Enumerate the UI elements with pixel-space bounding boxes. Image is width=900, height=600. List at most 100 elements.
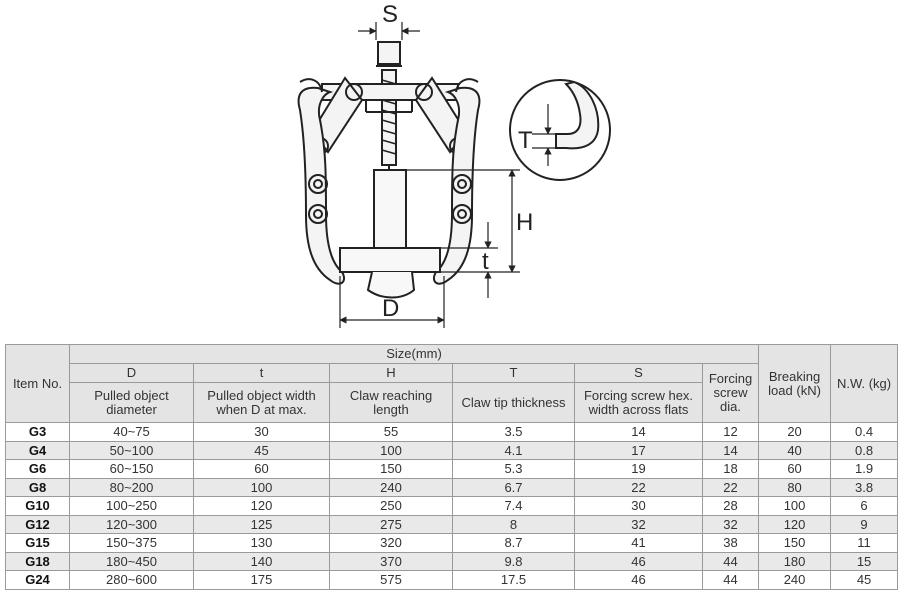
table-cell: 4.1	[452, 440, 575, 460]
table-cell: 130	[193, 533, 330, 553]
table-cell: 150	[758, 533, 832, 553]
dimension-description-header: Pulled object diameter	[69, 382, 194, 423]
table-cell: 15	[830, 551, 899, 571]
table-cell: 275	[329, 514, 453, 534]
dimension-description-header: Forcing screw hex. width across flats	[574, 382, 703, 423]
table-cell: 180~450	[69, 551, 194, 571]
table-cell: 17.5	[452, 570, 575, 590]
table-cell: 18	[701, 459, 760, 479]
table-cell: 40~75	[69, 422, 194, 442]
label-S: S	[382, 1, 398, 28]
table-cell: 150	[329, 459, 453, 479]
table-cell: 11	[830, 533, 899, 553]
table-cell: 6	[830, 496, 899, 516]
label-H: H	[516, 209, 533, 236]
table-cell: 41	[574, 533, 703, 553]
table-cell: 575	[329, 570, 453, 590]
right-link-arm	[414, 76, 468, 155]
dimension-letter-header: S	[574, 363, 703, 383]
item-number-cell: G12	[5, 514, 70, 534]
table-cell: 100	[758, 496, 832, 516]
table-cell: 6.7	[452, 477, 575, 497]
size-header: Size(mm)	[68, 344, 760, 364]
right-claw	[432, 78, 481, 285]
table-cell: 1.9	[830, 459, 899, 479]
table-cell: 22	[574, 477, 703, 497]
item-number-cell: G8	[5, 477, 70, 497]
table-cell: 3.5	[452, 422, 575, 442]
net-weight-header: N.W. (kg)	[830, 344, 899, 423]
table-cell: 80	[758, 477, 832, 497]
table-cell: 3.8	[830, 477, 899, 497]
table-cell: 9	[830, 514, 899, 534]
label-T: T	[518, 127, 533, 154]
item-no-header: Item No.	[5, 344, 70, 423]
table-cell: 240	[329, 477, 453, 497]
item-number-cell: G6	[5, 459, 70, 479]
table-cell: 8	[452, 514, 575, 534]
label-t: t	[482, 248, 489, 275]
table-cell: 60~150	[69, 459, 194, 479]
table-cell: 32	[574, 514, 703, 534]
table-cell: 30	[193, 422, 330, 442]
item-number-cell: G24	[5, 570, 70, 590]
breaking-load-header: Breaking load (kN)	[758, 344, 832, 423]
specification-table: Item No. Size(mm) Breaking load (kN) N.W…	[5, 344, 899, 590]
dimension-letter-header: t	[193, 363, 330, 383]
table-cell: 22	[701, 477, 760, 497]
label-D: D	[382, 295, 399, 322]
dimension-letter-header: H	[329, 363, 453, 383]
table-cell: 50~100	[69, 440, 194, 460]
table-cell: 100	[193, 477, 330, 497]
gear-puller-diagram: S T H t D	[297, 1, 611, 328]
table-cell: 40	[758, 440, 832, 460]
table-cell: 0.4	[830, 422, 899, 442]
table-cell: 8.7	[452, 533, 575, 553]
item-number-cell: G10	[5, 496, 70, 516]
dimension-description-header: Pulled object width when D at max.	[193, 382, 330, 423]
dimension-letter-header: T	[452, 363, 575, 383]
table-cell: 38	[701, 533, 760, 553]
table-cell: 14	[701, 440, 760, 460]
table-cell: 250	[329, 496, 453, 516]
table-cell: 125	[193, 514, 330, 534]
item-number-cell: G4	[5, 440, 70, 460]
table-cell: 370	[329, 551, 453, 571]
table-cell: 180	[758, 551, 832, 571]
table-cell: 175	[193, 570, 330, 590]
table-cell: 0.8	[830, 440, 899, 460]
dimension-description-header: Claw tip thickness	[452, 382, 575, 423]
table-cell: 46	[574, 570, 703, 590]
table-cell: 46	[574, 551, 703, 571]
table-cell: 32	[701, 514, 760, 534]
table-cell: 17	[574, 440, 703, 460]
table-cell: 14	[574, 422, 703, 442]
table-cell: 120	[758, 514, 832, 534]
table-cell: 7.4	[452, 496, 575, 516]
table-cell: 44	[701, 551, 760, 571]
table-cell: 20	[758, 422, 832, 442]
left-link-arm	[310, 76, 364, 155]
forcing-screw-header: Forcing screw dia.	[701, 363, 760, 423]
table-cell: 140	[193, 551, 330, 571]
table-cell: 80~200	[69, 477, 194, 497]
table-cell: 45	[830, 570, 899, 590]
dimension-letter-header: D	[69, 363, 194, 383]
table-cell: 320	[329, 533, 453, 553]
item-number-cell: G15	[5, 533, 70, 553]
table-cell: 100	[329, 440, 453, 460]
table-cell: 45	[193, 440, 330, 460]
table-cell: 150~375	[69, 533, 194, 553]
table-cell: 60	[758, 459, 832, 479]
table-cell: 120	[193, 496, 330, 516]
forcing-screw	[376, 41, 402, 170]
table-cell: 19	[574, 459, 703, 479]
